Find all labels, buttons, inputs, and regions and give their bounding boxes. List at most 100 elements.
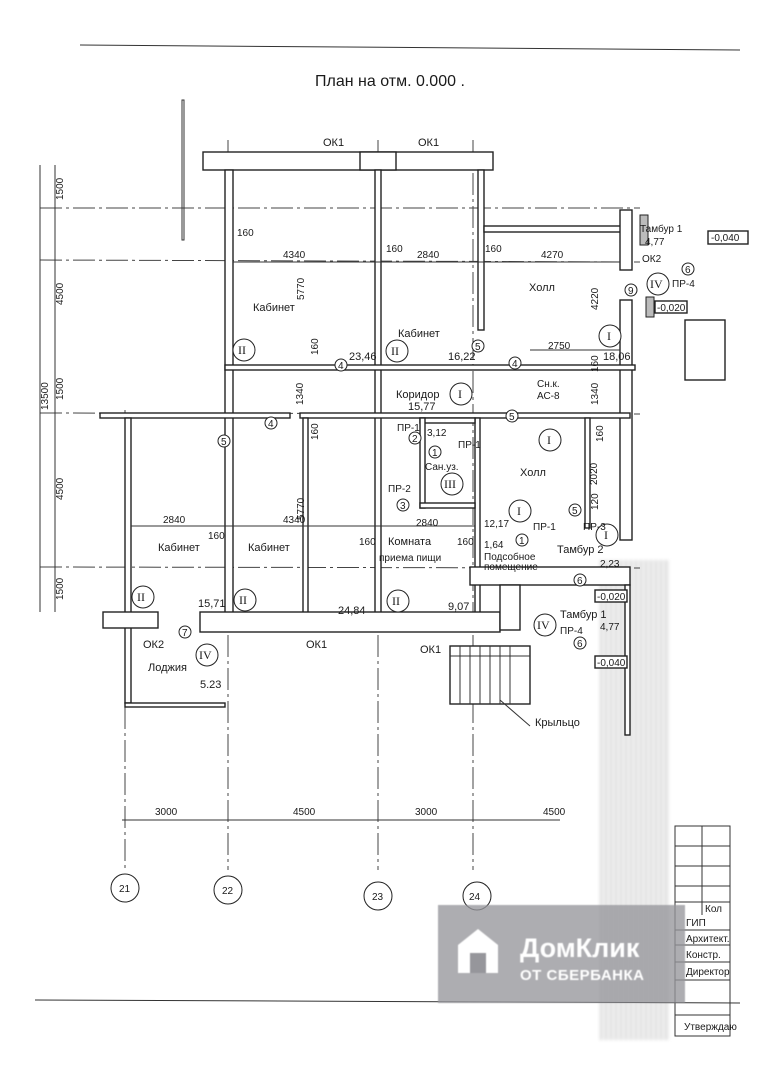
svg-text:Утверждаю: Утверждаю bbox=[684, 1022, 737, 1033]
svg-text:-0,040: -0,040 bbox=[711, 233, 740, 244]
room-kabinet-2: Кабинет bbox=[398, 328, 440, 340]
svg-text:1: 1 bbox=[519, 536, 525, 547]
svg-text:ПР-2: ПР-2 bbox=[388, 484, 411, 495]
window-ok1-a: ОК1 bbox=[323, 137, 344, 149]
svg-text:160: 160 bbox=[595, 425, 606, 442]
svg-text:2750: 2750 bbox=[548, 341, 571, 352]
window-ok1-b: ОК1 bbox=[418, 137, 439, 149]
svg-text:2840: 2840 bbox=[416, 518, 439, 529]
room-areas: 23,46 16,22 18,06 15,77 3,12 15,71 24,84… bbox=[198, 237, 665, 691]
frame-top bbox=[79, 44, 741, 51]
svg-text:5: 5 bbox=[221, 437, 227, 448]
svg-text:18,06: 18,06 bbox=[603, 351, 631, 363]
svg-text:4500: 4500 bbox=[55, 477, 66, 500]
svg-text:1340: 1340 bbox=[590, 382, 601, 405]
svg-text:Сн.к.: Сн.к. bbox=[537, 379, 560, 390]
svg-text:2020: 2020 bbox=[589, 462, 600, 485]
window-ok1-c: ОК1 bbox=[306, 639, 327, 651]
room-podsobnoe-2: помещение bbox=[484, 562, 538, 573]
svg-text:6: 6 bbox=[577, 639, 583, 650]
svg-text:5: 5 bbox=[475, 342, 481, 353]
svg-text:160: 160 bbox=[310, 423, 321, 440]
svg-text:160: 160 bbox=[208, 531, 225, 542]
svg-text:9: 9 bbox=[628, 286, 634, 297]
svg-text:9,07: 9,07 bbox=[448, 601, 469, 613]
svg-text:2: 2 bbox=[412, 434, 418, 445]
room-komnata: Комната bbox=[388, 536, 432, 548]
room-class-markers: II II I I I III I I II II II IV IV IV bbox=[131, 272, 670, 667]
room-tambur-2: Тамбур 2 bbox=[557, 544, 604, 556]
svg-text:4500: 4500 bbox=[543, 807, 566, 818]
svg-text:4500: 4500 bbox=[293, 807, 316, 818]
svg-text:21: 21 bbox=[119, 884, 131, 895]
room-komnata-2: приема пищи bbox=[379, 553, 441, 564]
svg-text:5: 5 bbox=[572, 506, 578, 517]
svg-text:-0,020: -0,020 bbox=[657, 303, 686, 314]
svg-text:1: 1 bbox=[432, 448, 438, 459]
door-markers: 4 4 4 5 5 5 5 2 1 3 1 6 6 6 7 9 ПР-1 ПР-… bbox=[178, 262, 695, 650]
svg-text:160: 160 bbox=[386, 244, 403, 255]
svg-text:15,71: 15,71 bbox=[198, 598, 226, 610]
svg-text:3000: 3000 bbox=[155, 807, 178, 818]
svg-text:-0,040: -0,040 bbox=[597, 658, 626, 669]
svg-text:24: 24 bbox=[469, 892, 481, 903]
svg-text:160: 160 bbox=[485, 244, 502, 255]
svg-text:1500: 1500 bbox=[55, 377, 66, 400]
room-kryltso: Крыльцо bbox=[535, 717, 580, 729]
room-san-uzel: Сан.уз. bbox=[425, 462, 459, 473]
svg-text:3000: 3000 bbox=[415, 807, 438, 818]
svg-text:ПР-3: ПР-3 bbox=[583, 522, 606, 533]
svg-text:1500: 1500 bbox=[55, 577, 66, 600]
svg-text:12,17: 12,17 bbox=[484, 519, 509, 530]
svg-text:4340: 4340 bbox=[283, 250, 306, 261]
room-lodzhiya: Лоджия bbox=[148, 662, 187, 674]
room-tambur-1-top: Тамбур 1 bbox=[640, 223, 683, 235]
room-holl-1: Холл bbox=[529, 282, 555, 294]
svg-text:II: II bbox=[137, 590, 145, 604]
svg-text:15,77: 15,77 bbox=[408, 401, 436, 413]
svg-text:4,77: 4,77 bbox=[600, 622, 620, 633]
svg-text:160: 160 bbox=[359, 537, 376, 548]
svg-text:4340: 4340 bbox=[283, 515, 306, 526]
svg-text:ПР-1: ПР-1 bbox=[533, 522, 556, 533]
svg-text:2840: 2840 bbox=[417, 250, 440, 261]
svg-text:АС-8: АС-8 bbox=[537, 391, 560, 402]
window-ok2-top: ОК2 bbox=[642, 254, 662, 265]
svg-text:13500: 13500 bbox=[40, 382, 51, 410]
room-kabinet-4: Кабинет bbox=[248, 542, 290, 554]
svg-text:IV: IV bbox=[650, 277, 663, 291]
svg-text:7: 7 bbox=[182, 628, 188, 639]
svg-text:ПР-1: ПР-1 bbox=[458, 440, 481, 451]
svg-text:160: 160 bbox=[237, 228, 254, 239]
room-koridor: Коридор bbox=[396, 389, 439, 401]
axis-markers: 21 22 23 24 bbox=[110, 873, 492, 911]
svg-text:1,64: 1,64 bbox=[484, 540, 504, 551]
svg-text:ГИП: ГИП bbox=[686, 918, 706, 929]
plan-title: План на отм. 0.000 . bbox=[315, 73, 465, 90]
svg-text:16,22: 16,22 bbox=[448, 351, 476, 363]
walls bbox=[99, 99, 726, 736]
svg-text:I: I bbox=[607, 329, 611, 343]
room-kabinet-1: Кабинет bbox=[253, 302, 295, 314]
svg-text:3,12: 3,12 bbox=[427, 428, 447, 439]
svg-text:3: 3 bbox=[400, 501, 406, 512]
svg-text:2840: 2840 bbox=[163, 515, 186, 526]
room-kabinet-3: Кабинет bbox=[158, 542, 200, 554]
domclick-watermark: ДомКлик ОТ СБЕРБАНКА bbox=[438, 905, 685, 1003]
svg-text:6: 6 bbox=[577, 576, 583, 587]
watermark-name: ДомКлик bbox=[520, 933, 640, 963]
svg-text:ПР-4: ПР-4 bbox=[560, 626, 583, 637]
svg-text:1340: 1340 bbox=[295, 382, 306, 405]
svg-text:160: 160 bbox=[457, 537, 474, 548]
svg-text:Архитект.: Архитект. bbox=[686, 934, 729, 945]
window-ok1-d: ОК1 bbox=[420, 644, 441, 656]
svg-text:ПР-1: ПР-1 bbox=[397, 423, 420, 434]
level-marks: -0,040 -0,020 -0,020 -0,040 bbox=[594, 230, 749, 669]
svg-text:5770: 5770 bbox=[296, 277, 307, 300]
svg-text:I: I bbox=[458, 387, 462, 401]
svg-text:II: II bbox=[238, 343, 246, 357]
svg-text:6: 6 bbox=[685, 265, 691, 276]
svg-text:II: II bbox=[239, 593, 247, 607]
svg-text:24,84: 24,84 bbox=[338, 605, 366, 617]
